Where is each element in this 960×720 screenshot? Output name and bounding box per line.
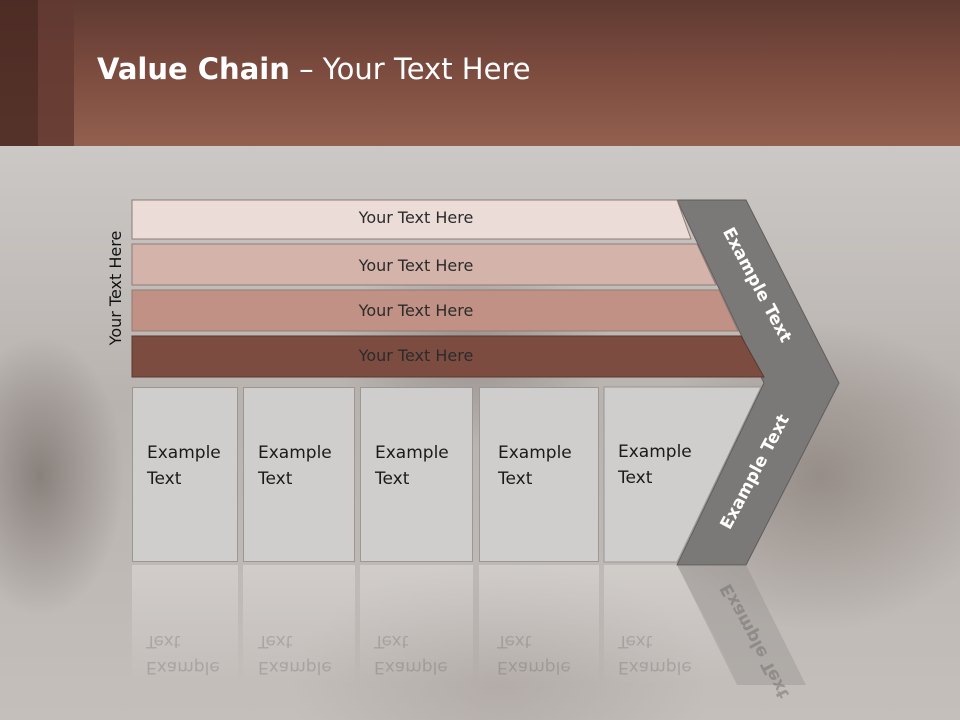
- primary-box: [603, 386, 762, 563]
- box-text-line: Text: [258, 469, 293, 489]
- support-bar-label: Your Text Here: [358, 256, 474, 275]
- box-text-line: Text: [375, 469, 410, 489]
- box-text-line: Text: [618, 468, 653, 488]
- box-text-line: Example: [374, 657, 448, 677]
- reflection: [243, 565, 355, 685]
- support-bar: [131, 243, 717, 286]
- box-text-line: Text: [497, 631, 532, 651]
- reflection: [132, 565, 238, 685]
- slide-title: Value Chain – Your Text Here: [97, 52, 531, 86]
- box-text-line: Example: [258, 443, 332, 463]
- reflection: [360, 565, 473, 685]
- support-bar-label: Your Text Here: [358, 301, 474, 320]
- box-text-line: Example: [258, 657, 332, 677]
- box-text-line: Text: [374, 631, 409, 651]
- reflection-text: Example Text: [374, 628, 474, 680]
- box-text-line: Text: [618, 631, 653, 651]
- reflection: [604, 565, 740, 685]
- box-text-line: Example: [497, 657, 571, 677]
- box-text-line: Text: [258, 631, 293, 651]
- box-text-line: Text: [146, 631, 181, 651]
- header-stripe: [38, 0, 74, 146]
- reflection-text: Example Text: [618, 628, 718, 680]
- title-rest: – Your Text Here: [289, 52, 531, 86]
- chevron-reflection: [677, 565, 806, 685]
- side-label: Your Text Here: [106, 230, 125, 346]
- support-bar: [131, 335, 765, 378]
- box-text-line: Example: [618, 657, 692, 677]
- header-stripe: [0, 0, 38, 146]
- chevron-arrow: [676, 199, 840, 566]
- box-text-line: Text: [147, 469, 182, 489]
- support-bar-label: Your Text Here: [358, 208, 474, 227]
- box-text-line: Example: [146, 657, 220, 677]
- support-bar: [131, 289, 739, 332]
- box-text-line: Example: [147, 443, 221, 463]
- reflection: [479, 565, 599, 685]
- reflection-text: Example Text: [146, 628, 246, 680]
- title-bold: Value Chain: [97, 52, 290, 86]
- reflection-text: Example Text: [258, 628, 358, 680]
- box-text-line: Example: [618, 442, 692, 462]
- box-text-line: Example: [375, 443, 449, 463]
- support-bar-label: Your Text Here: [358, 346, 474, 365]
- box-text-line: Example: [498, 443, 572, 463]
- title-bar: [0, 0, 960, 146]
- support-bar: [131, 199, 692, 240]
- reflection-text: Example Text: [497, 628, 597, 680]
- box-text-line: Text: [498, 469, 533, 489]
